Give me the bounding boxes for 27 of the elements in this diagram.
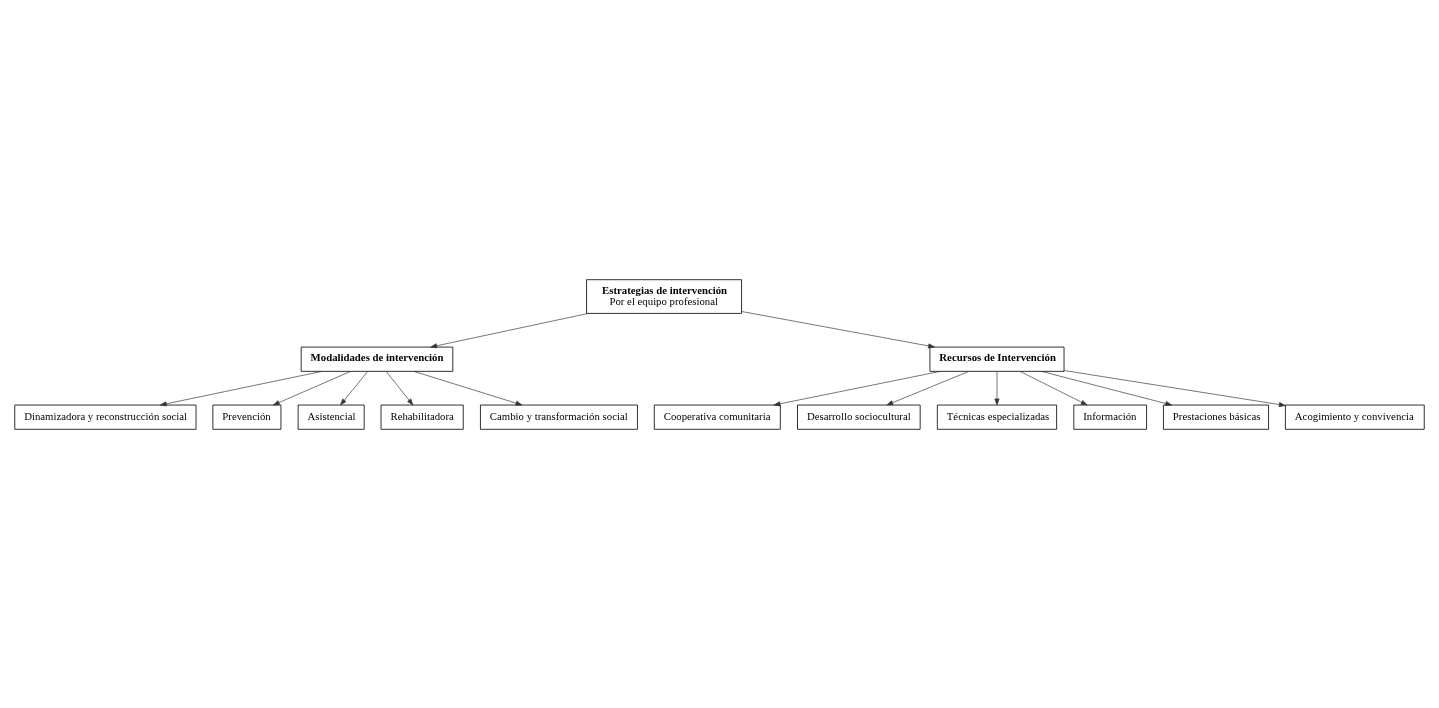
arrow	[1041, 370, 1172, 406]
arrow	[386, 370, 414, 405]
node-box: Prevención	[212, 404, 282, 430]
arrow	[741, 310, 935, 348]
node-box: Prestaciones básicas	[1163, 404, 1269, 430]
node-box: Técnicas especializadas	[936, 404, 1058, 430]
node-box: Cooperativa comunitaria	[653, 404, 781, 430]
arrow	[160, 370, 323, 406]
node-box: Cambio y transformación social	[480, 404, 638, 430]
node-box: Rehabilitadora	[380, 404, 464, 430]
node-box: Dinamizadora y reconstrucción social	[14, 404, 197, 430]
node-box: Información	[1073, 404, 1147, 430]
arrow	[413, 370, 523, 406]
node-box: Recursos de Intervención	[929, 346, 1065, 372]
node-box: Asistencial	[297, 404, 365, 430]
arrow	[773, 370, 941, 406]
arrow	[340, 370, 368, 405]
arrow	[1063, 369, 1286, 407]
node-box: Modalidades de intervención	[300, 346, 454, 372]
node-box: Desarrollo sociocultural	[797, 404, 921, 430]
node-box: Acogimiento y convivencia	[1285, 404, 1425, 430]
arrow	[994, 370, 1000, 405]
node-box: Estrategias de intervención Por el equipo profesional	[586, 278, 742, 314]
arrow	[430, 312, 589, 348]
arrow	[1019, 370, 1088, 405]
arrow	[272, 370, 351, 405]
arrow	[886, 370, 970, 405]
